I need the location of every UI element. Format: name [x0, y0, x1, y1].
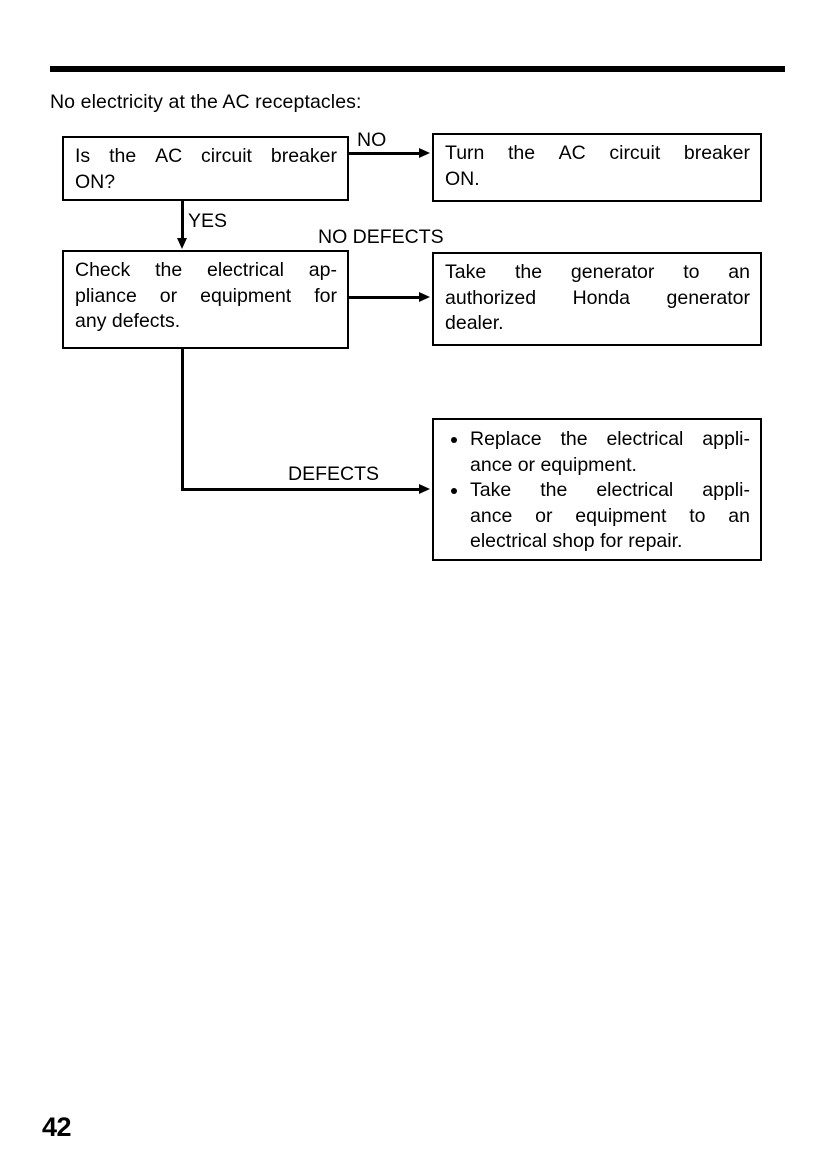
word: AC [558, 142, 586, 164]
text-line: Replace the electrical appli- [470, 427, 750, 453]
word: electrical [596, 479, 674, 501]
connector-defects-horizontal-line [181, 488, 421, 491]
page-heading: No electricity at the AC receptacles: [50, 91, 362, 113]
bullet-dot-icon [451, 488, 457, 494]
word: the [507, 142, 536, 164]
word: Turn [445, 142, 485, 164]
word: breaker [683, 142, 750, 164]
text-line: pliance or equipment for [75, 284, 337, 310]
connector-defects-vertical-line [181, 348, 184, 490]
word: the [155, 259, 183, 281]
word: dealer. [445, 312, 504, 334]
bullet-item: Replace the electrical appli- ance or eq… [448, 427, 750, 478]
connector-yes-line [181, 200, 184, 240]
word: to [683, 261, 700, 283]
word: circuit [609, 142, 661, 164]
word: any defects. [75, 310, 181, 332]
connector-defects-arrowhead [419, 484, 430, 494]
flow-box-take-to-dealer: Take the generator to an authorized Hond… [432, 252, 762, 346]
bullet-item: Take the electrical appli- ance or equip… [448, 478, 750, 555]
word: Take [445, 261, 487, 283]
flow-box-text: Turn the AC circuit breaker ON. [445, 141, 750, 192]
connector-no-defects-line [349, 296, 421, 299]
connector-no-line [349, 152, 421, 155]
text-line: Take the generator to an [445, 260, 750, 286]
text-line: ON. [445, 167, 750, 193]
bullet-dot-icon [451, 437, 457, 443]
word: electrical [207, 259, 284, 281]
word: AC [155, 145, 183, 167]
word: the [560, 428, 588, 450]
text-line: ance or equipment to an [470, 504, 750, 530]
word: ance or equipment. [470, 453, 637, 476]
word: appli- [702, 479, 750, 501]
text-line: Turn the AC circuit breaker [445, 141, 750, 167]
flow-box-check-appliance: Check the electrical ap- pliance or equi… [62, 250, 349, 349]
page-number: 42 [42, 1112, 72, 1142]
flow-box-replace-or-repair: Replace the electrical appli- ance or eq… [432, 418, 762, 561]
text-line: dealer. [445, 311, 750, 337]
text-line: Check the electrical ap- [75, 258, 337, 284]
connector-yes-arrowhead [177, 238, 187, 249]
word: an [728, 504, 750, 527]
word: an [728, 261, 750, 283]
flow-box-text: Is the AC circuit breaker ON? [75, 144, 337, 195]
edge-label-no: NO [357, 129, 387, 151]
text-line: authorized Honda generator [445, 286, 750, 312]
flow-box-turn-breaker-on: Turn the AC circuit breaker ON. [432, 133, 762, 202]
text-line: electrical shop for repair. [470, 529, 750, 555]
edge-label-yes: YES [188, 210, 228, 232]
word: appli- [702, 428, 750, 450]
word: electrical shop for repair. [470, 530, 683, 552]
word: the [540, 479, 568, 501]
word: authorized [445, 286, 537, 309]
flow-box-text: Take the generator to an authorized Hond… [445, 260, 750, 337]
edge-label-no-defects: NO DEFECTS [318, 226, 444, 248]
word: to [689, 504, 706, 527]
word: electrical [606, 428, 684, 450]
word: for [314, 284, 337, 307]
word: Honda [572, 286, 631, 309]
word: Replace [470, 428, 542, 450]
word: Take [470, 479, 512, 501]
word: equipment [575, 504, 667, 527]
text-line: Is the AC circuit breaker [75, 144, 337, 170]
word: equipment [200, 284, 292, 307]
connector-no-arrowhead [419, 148, 430, 158]
flow-box-ac-breaker-question: Is the AC circuit breaker ON? [62, 136, 349, 201]
word: ON. [445, 167, 480, 190]
word: ON? [75, 170, 116, 193]
header-rule [50, 66, 785, 72]
edge-label-defects: DEFECTS [288, 463, 380, 485]
text-line: ON? [75, 170, 337, 196]
word: circuit [201, 145, 252, 167]
word: Is [75, 145, 91, 167]
word: ap- [308, 259, 337, 281]
text-line: Take the electrical appli- [470, 478, 750, 504]
word: Check [75, 259, 131, 281]
word: generator [666, 286, 750, 309]
word: generator [570, 261, 655, 283]
flow-box-text: Check the electrical ap- pliance or equi… [75, 258, 337, 335]
connector-no-defects-arrowhead [419, 292, 430, 302]
word: or [159, 284, 178, 307]
flow-box-bullet-list: Replace the electrical appli- ance or eq… [448, 427, 750, 555]
word: pliance [75, 284, 137, 307]
word: or [535, 504, 553, 527]
word: the [109, 145, 137, 167]
text-line: ance or equipment. [470, 453, 750, 479]
word: ance [470, 504, 513, 527]
text-line: any defects. [75, 309, 337, 335]
word: breaker [270, 145, 337, 167]
word: the [515, 261, 543, 283]
